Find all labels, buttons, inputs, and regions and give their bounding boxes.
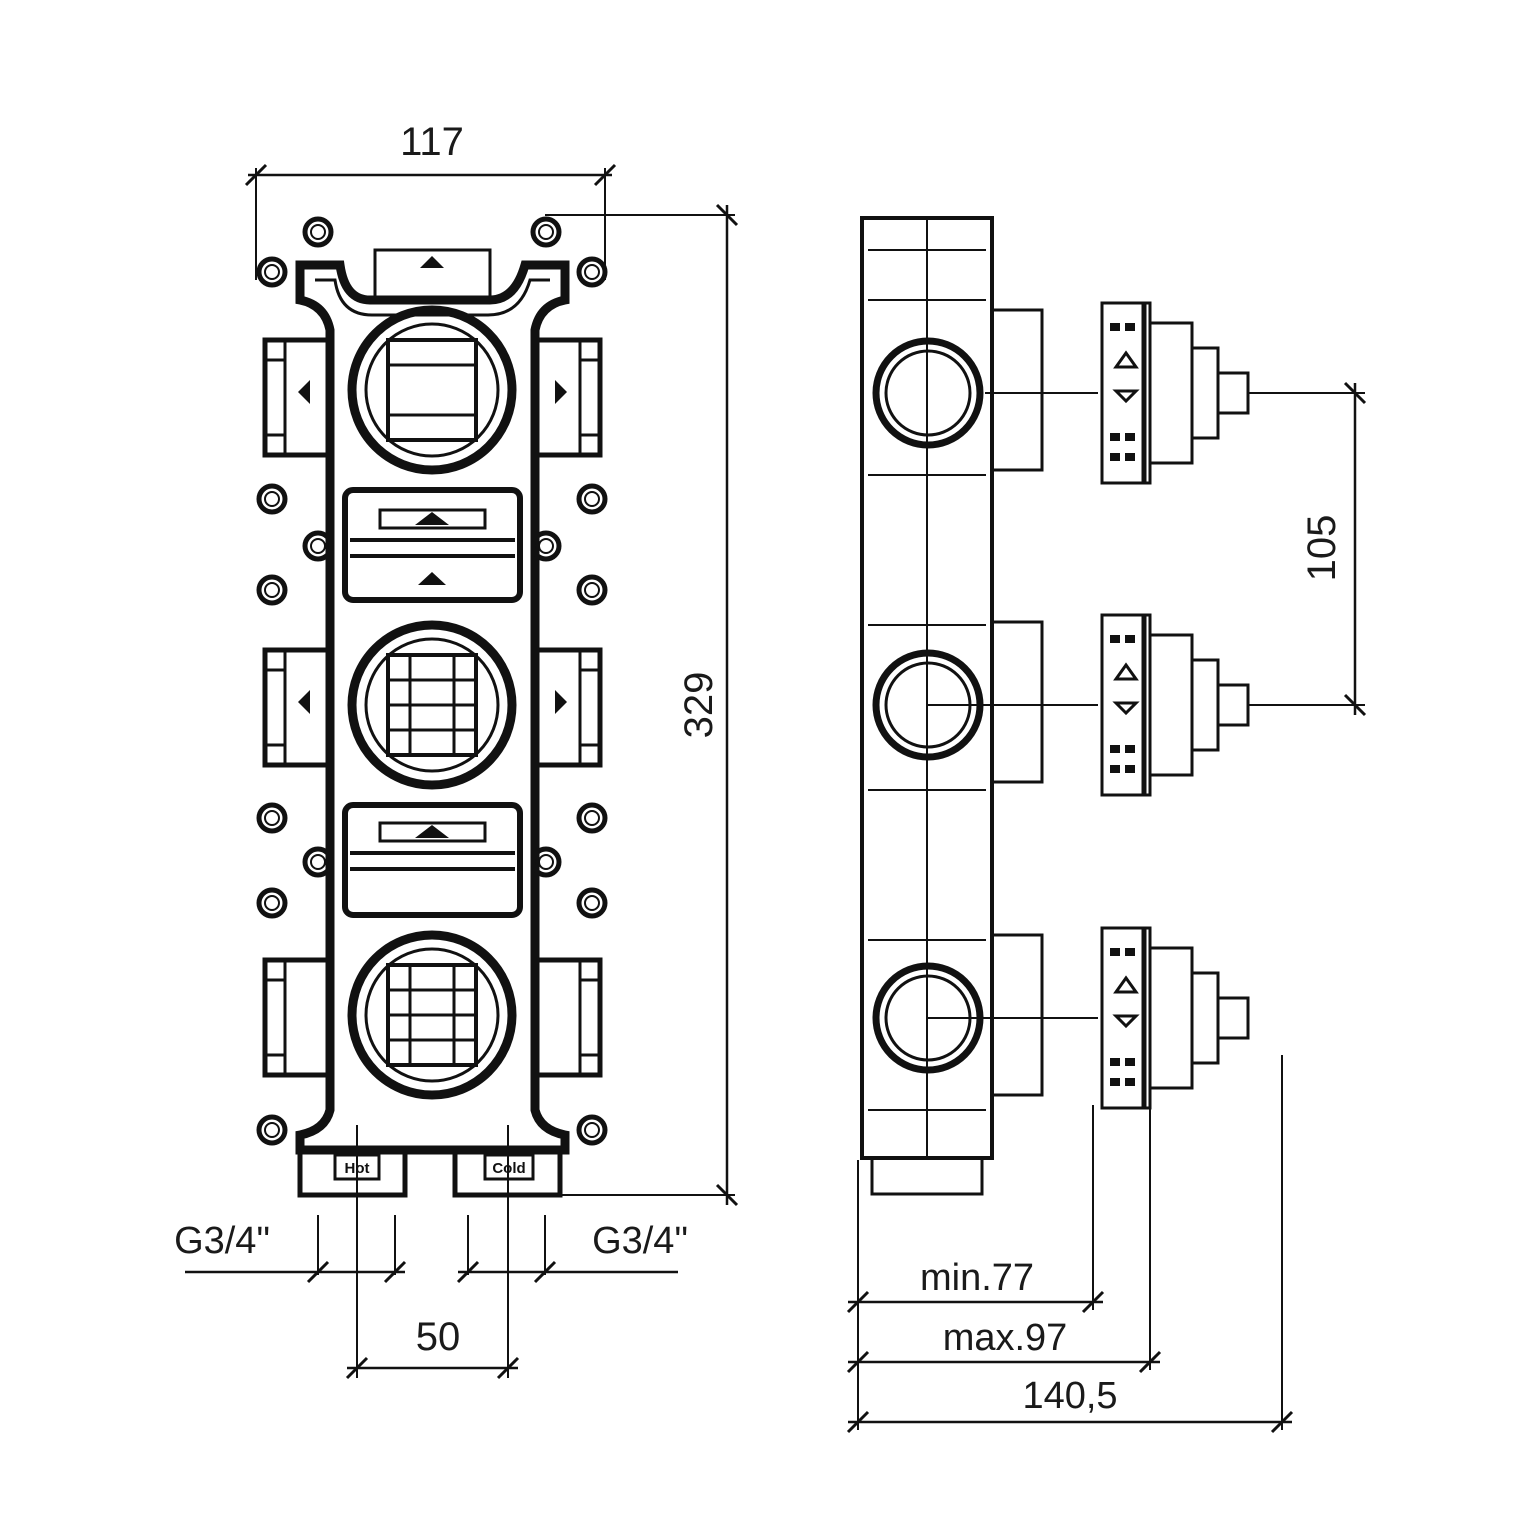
inlet-spacing-label: 50	[416, 1315, 461, 1359]
handle-middle	[1102, 615, 1248, 795]
side-valve-middle	[872, 620, 1098, 784]
top-cap	[373, 248, 492, 302]
width-dimension-label: 117	[400, 120, 464, 164]
width-dimension	[244, 163, 617, 280]
handle-bottom	[1102, 928, 1248, 1108]
bridge-section-2	[342, 802, 523, 918]
min-depth-label: min.77	[920, 1257, 1034, 1299]
valve-chamber-bottom	[347, 930, 517, 1100]
bridge-section-1	[342, 487, 523, 603]
total-depth-label: 140,5	[1022, 1375, 1117, 1417]
front-view: Hot Cold 117 329	[174, 120, 739, 1380]
valve-spacing-label: 105	[1300, 515, 1344, 582]
side-valve-top	[872, 308, 1098, 472]
top-flow-arrow-icon	[420, 256, 444, 268]
height-dimension-label: 329	[677, 672, 721, 739]
valve-chamber-middle	[347, 620, 517, 790]
side-valve-bottom	[872, 933, 1098, 1097]
valve-chamber-top	[347, 305, 517, 475]
max-depth-label: max.97	[943, 1317, 1068, 1359]
port-arrow-icons	[298, 380, 567, 714]
inlet-right-thread-label: G3/4"	[592, 1220, 688, 1262]
side-ports-right	[532, 337, 603, 1078]
valve-spacing-dimension	[1248, 381, 1367, 717]
side-view: 105 min.77 max.97 140,5	[846, 216, 1367, 1434]
front-body-outline	[295, 260, 570, 1155]
inlet-left-thread-label: G3/4"	[174, 1220, 270, 1262]
side-ports-left	[262, 337, 333, 1078]
depth-dimensions	[846, 1055, 1294, 1434]
height-dimension	[545, 203, 739, 1207]
handle-top	[1102, 303, 1248, 483]
inlet-dimensions	[185, 1125, 678, 1380]
